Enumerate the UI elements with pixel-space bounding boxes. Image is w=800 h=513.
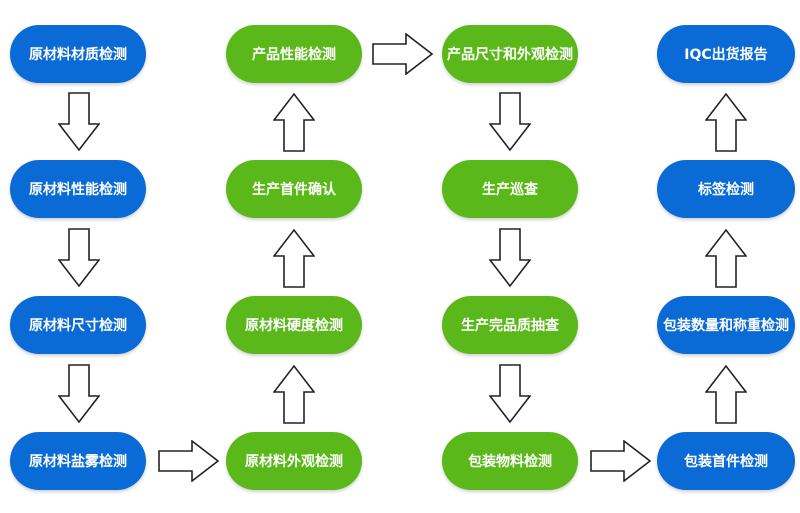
node-label-inspection: 标签检测 [657, 160, 795, 218]
node-raw-material-hardness: 原材料硬度检测 [226, 296, 362, 354]
node-raw-material-salt-spray: 原材料盐雾检测 [10, 432, 146, 490]
arrow-down-icon [58, 92, 100, 152]
node-raw-material-quality: 原材料材质检测 [10, 25, 146, 83]
arrow-up-icon [705, 364, 747, 424]
arrow-up-icon [273, 228, 315, 288]
arrow-right-icon [590, 440, 652, 482]
node-product-performance: 产品性能检测 [226, 25, 362, 83]
arrow-right-icon [372, 33, 434, 75]
node-raw-material-performance: 原材料性能检测 [10, 160, 146, 218]
arrow-right-icon [158, 440, 220, 482]
node-packaging-quantity-weight: 包装数量和称重检测 [657, 296, 795, 354]
arrow-down-icon [489, 364, 531, 424]
node-finished-product-sampling: 生产完品质抽查 [442, 296, 578, 354]
node-raw-material-appearance: 原材料外观检测 [226, 432, 362, 490]
node-production-patrol: 生产巡查 [442, 160, 578, 218]
node-raw-material-dimension: 原材料尺寸检测 [10, 296, 146, 354]
arrow-up-icon [273, 364, 315, 424]
arrow-up-icon [705, 92, 747, 152]
arrow-down-icon [489, 92, 531, 152]
arrow-up-icon [705, 228, 747, 288]
node-first-article-confirm: 生产首件确认 [226, 160, 362, 218]
node-packaging-first-article: 包装首件检测 [657, 432, 795, 490]
arrow-up-icon [273, 92, 315, 152]
arrow-down-icon [58, 228, 100, 288]
arrow-down-icon [58, 364, 100, 424]
node-product-size-appearance: 产品尺寸和外观检测 [442, 25, 578, 83]
node-iqc-shipment-report: IQC出货报告 [657, 25, 795, 83]
arrow-down-icon [489, 228, 531, 288]
node-packaging-material: 包装物料检测 [442, 432, 578, 490]
